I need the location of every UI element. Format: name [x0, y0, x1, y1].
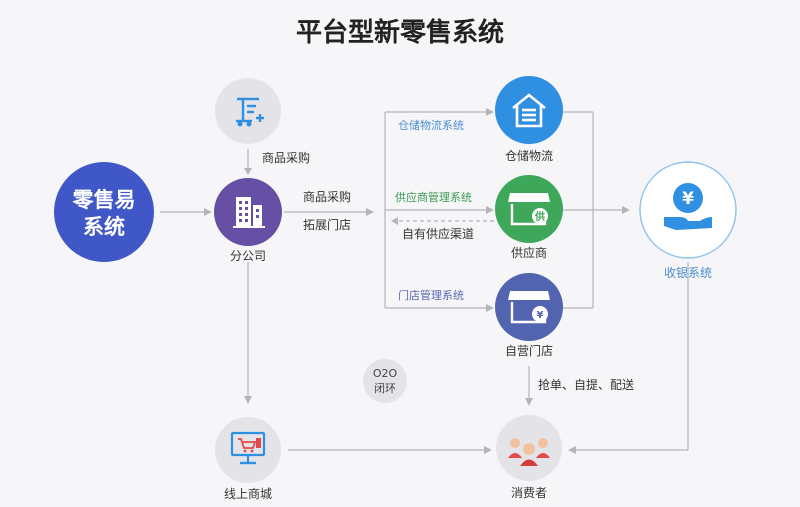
shop-supply-icon: 供 [508, 193, 550, 226]
edge-label-own-supply: 自有供应渠道 [402, 226, 474, 241]
warehouse-icon [512, 93, 546, 128]
yen-hand-icon: ¥ [664, 183, 712, 230]
cashier-node: ¥ 收银系统 [639, 161, 737, 280]
supplier-label: 供应商 [511, 245, 547, 260]
people-icon [508, 438, 550, 466]
warehouse-label: 仓储物流 [505, 148, 553, 163]
edge-label-delivery: 抢单、自提、配送 [538, 377, 634, 392]
supplier-node: 供 供应商 [495, 175, 563, 260]
retail-system-node: 零售易 系统 [54, 162, 154, 262]
connectors [160, 108, 689, 454]
procurement-icon [236, 97, 264, 123]
branch-label: 分公司 [230, 249, 266, 263]
edge-label-warehouse-system: 仓储物流系统 [398, 118, 464, 132]
consumer-node: 消费者 [496, 415, 562, 500]
o2o-line1: O2O [373, 367, 398, 380]
shop-yen-icon: ¥ [508, 291, 550, 324]
diagram-title: 平台型新零售系统 [296, 17, 504, 48]
own-store-label: 自营门店 [505, 343, 553, 358]
svg-text:¥: ¥ [537, 310, 544, 321]
online-mall-node: 线上商城 [215, 417, 281, 501]
o2o-line2: 闭环 [374, 382, 396, 395]
retail-system-line1: 零售易 [72, 188, 136, 212]
warehouse-node: 仓储物流 [495, 76, 563, 163]
procurement-label: 商品采购 [262, 150, 310, 165]
svg-text:¥: ¥ [682, 189, 694, 209]
retail-system-line2: 系统 [83, 215, 125, 239]
consumer-label: 消费者 [511, 486, 547, 500]
procurement-node [215, 78, 281, 144]
edge-label-store-system: 门店管理系统 [398, 288, 464, 302]
svg-text:供: 供 [534, 210, 545, 223]
online-mall-label: 线上商城 [224, 486, 272, 501]
edge-label-procurement: 商品采购 [303, 189, 351, 204]
edge-label-expand-stores: 拓展门店 [303, 217, 351, 232]
cashier-label: 收银系统 [664, 266, 712, 280]
edge-label-supplier-system: 供应商管理系统 [395, 190, 472, 204]
own-store-node: ¥ 自营门店 [495, 273, 563, 358]
branch-node: 分公司 [214, 178, 282, 263]
o2o-node: O2O 闭环 [363, 359, 407, 403]
monitor-cart-icon [230, 431, 266, 465]
